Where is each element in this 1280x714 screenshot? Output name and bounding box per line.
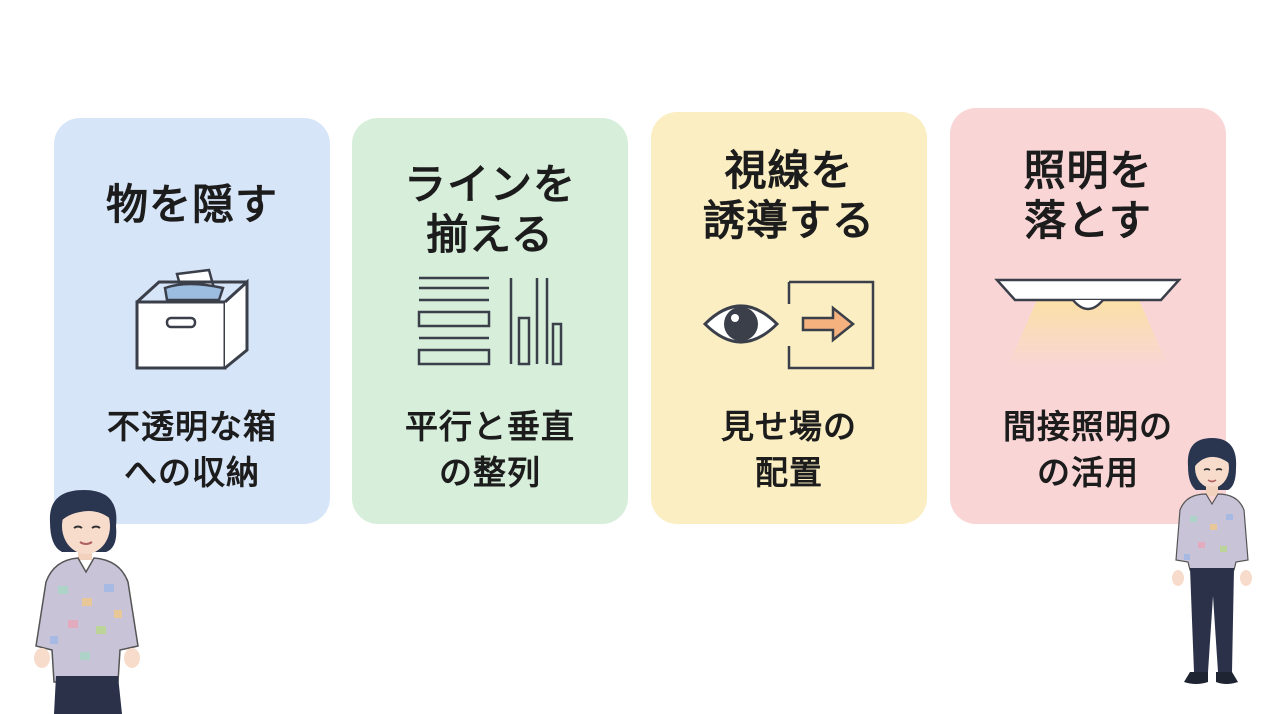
card-title: 視線を 誘導する <box>702 146 875 245</box>
card-description: 見せ場の 配置 <box>721 407 857 492</box>
card-title: 物を隠す <box>105 180 278 229</box>
card-description: 平行と垂直 の整列 <box>405 407 575 492</box>
card-title: 照明を 落とす <box>1023 146 1153 245</box>
ceiling-light-icon <box>950 276 1226 380</box>
presenter-illustration-left <box>28 486 148 714</box>
card-align-lines: ラインを 揃える 平行と垂直 の整列 <box>352 118 628 524</box>
card-dim-lighting: 照明を 落とす 間接照明の の活用 <box>950 108 1226 524</box>
card-description: 間接照明の の活用 <box>1003 407 1173 492</box>
presenter-illustration-right <box>1170 436 1254 698</box>
card-title: ラインを 揃える <box>403 160 576 259</box>
storage-box-icon <box>54 266 330 376</box>
card-description: 不透明な箱 への収納 <box>107 407 277 492</box>
card-guide-gaze: 視線を 誘導する 見せ場の 配置 <box>651 112 927 524</box>
card-hide-items: 物を隠す 不透明な箱 への収納 <box>54 118 330 524</box>
aligned-lines-icon <box>352 274 628 378</box>
eye-arrow-icon <box>651 276 927 380</box>
